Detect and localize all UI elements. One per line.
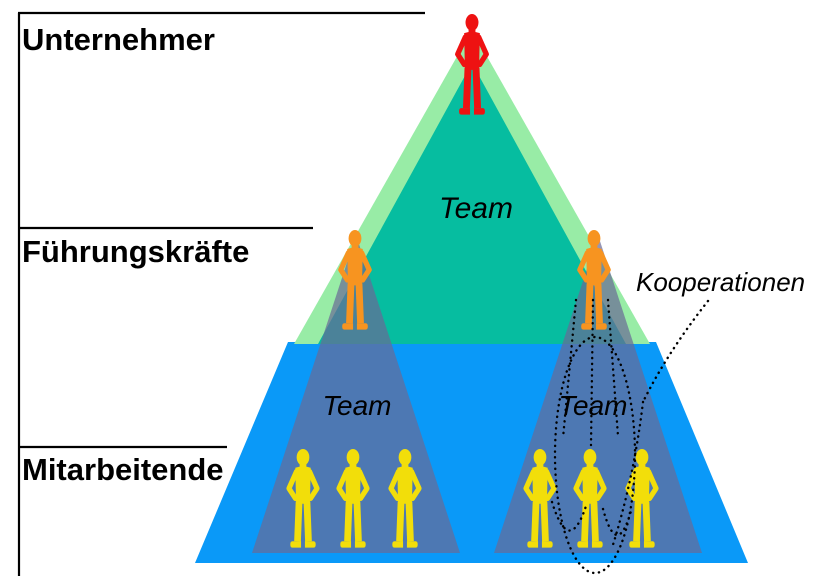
cooperation-line: [641, 299, 710, 404]
cooperation-ray-3: [606, 298, 620, 438]
executive-team-triangle-inner: [318, 63, 626, 344]
right-team-label: Team: [558, 390, 627, 421]
cooperation-line-continuation: [610, 400, 645, 550]
cooperation-dip-2: [601, 507, 633, 537]
hierarchy-bracket: [17, 11, 425, 576]
cooperation-label: Kooperationen: [636, 267, 805, 297]
level-label-fuehrungskraefte: Führungskräfte: [22, 234, 249, 269]
cooperation-ray-2: [589, 298, 595, 447]
cooperation-dotted-lines: [550, 298, 710, 575]
cooperation-dip-1: [550, 500, 588, 532]
level-label-unternehmer: Unternehmer: [22, 22, 215, 57]
cooperation-lasso: [553, 335, 637, 575]
level-label-mitarbeitende: Mitarbeitende: [22, 452, 224, 487]
executive-team-label: Team: [439, 192, 513, 225]
cooperation-ray-1: [561, 298, 578, 440]
left-team-label: Team: [322, 390, 391, 421]
